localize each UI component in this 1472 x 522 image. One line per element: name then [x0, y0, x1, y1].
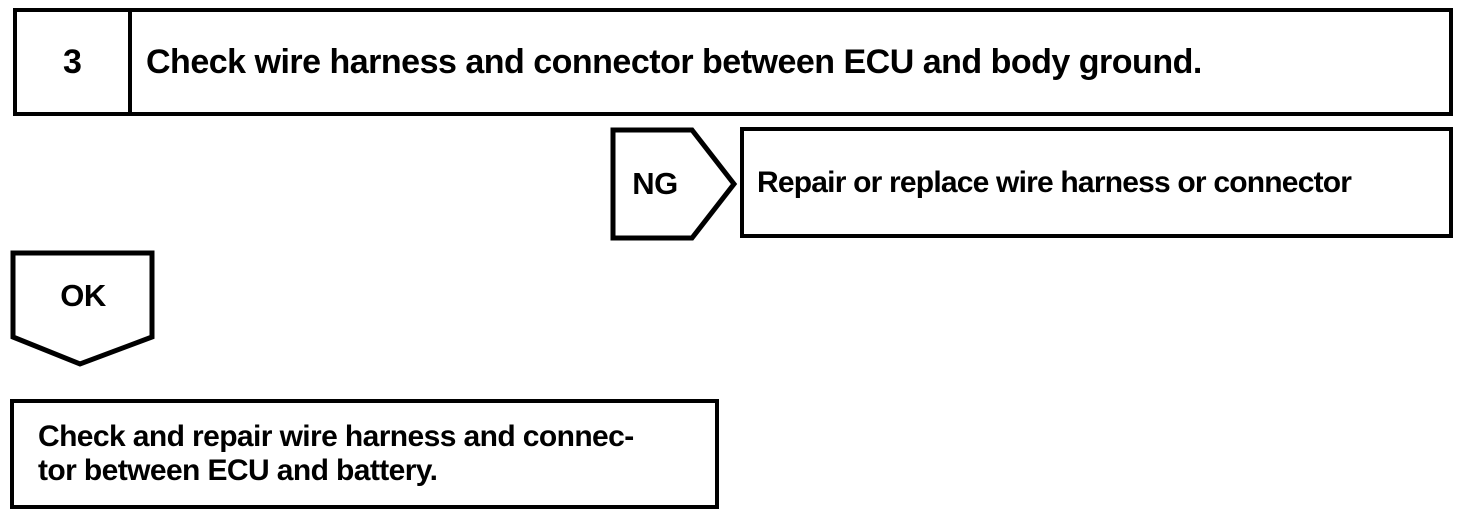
ok-connector: OK: [10, 250, 156, 368]
step-instruction: Check wire harness and connector between…: [146, 42, 1202, 81]
step-box: 3 Check wire harness and connector betwe…: [13, 8, 1453, 116]
repair-action-box: Repair or replace wire harness or connec…: [740, 127, 1453, 238]
next-step-text-line1: Check and repair wire harness and connec…: [38, 420, 634, 453]
ng-connector: NG: [610, 126, 738, 242]
step-number: 3: [63, 42, 82, 81]
next-step-box: Check and repair wire harness and connec…: [10, 399, 719, 509]
ng-label: NG: [632, 166, 678, 201]
ok-pentagon-icon: [10, 250, 155, 367]
next-step-text-line2: tor between ECU and battery.: [38, 454, 438, 487]
ok-label: OK: [60, 278, 106, 313]
step-number-cell: 3: [17, 12, 132, 112]
ng-pentagon-icon: [610, 127, 738, 241]
